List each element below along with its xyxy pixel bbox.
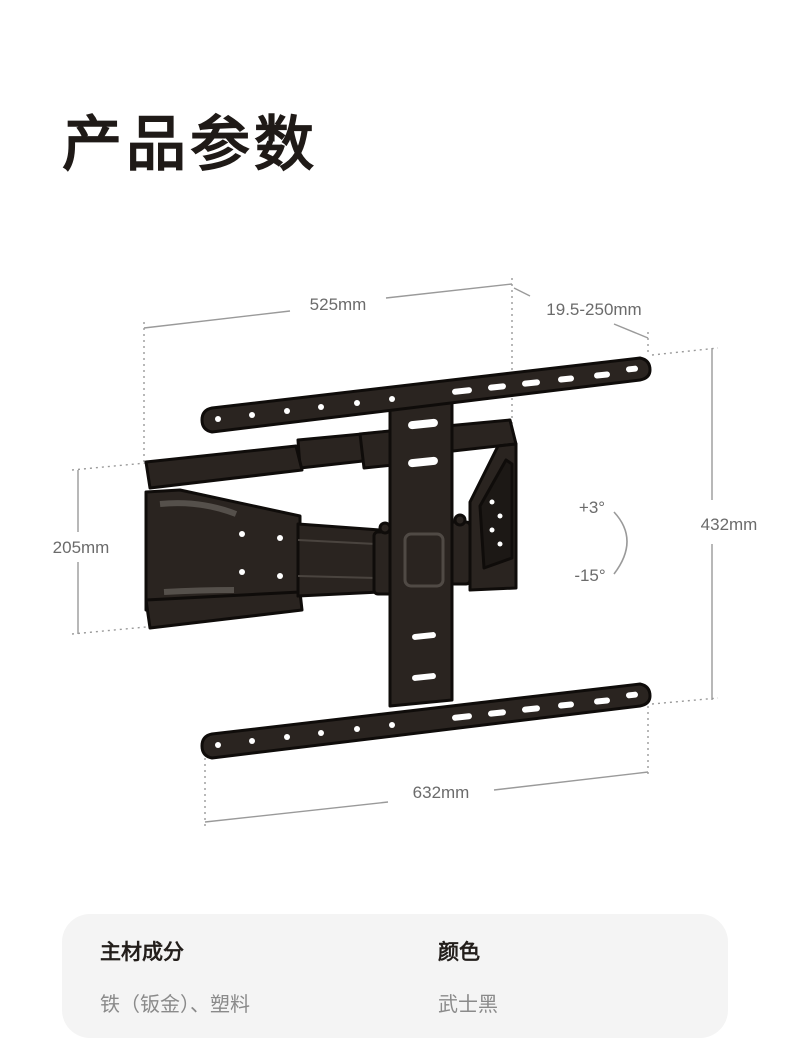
bracket-drawing — [144, 356, 652, 760]
spec-color-value: 武士黑 — [438, 992, 498, 1016]
dimension-lines — [71, 278, 719, 826]
dim-wall-plate-height: 205mm — [53, 538, 110, 557]
dim-arm-length: 525mm — [310, 295, 367, 314]
bracket-holes — [215, 365, 638, 748]
spec-material-label: 主材成分 — [100, 940, 184, 964]
dim-wall-distance: 19.5-250mm — [546, 300, 641, 319]
page-title: 产品参数 — [62, 110, 318, 180]
dim-total-height: 432mm — [701, 515, 758, 534]
dim-tilt-down: -15° — [574, 566, 605, 585]
spec-material: 主材成分 铁（钣金）、塑料 — [100, 936, 250, 1017]
spec-card: 主材成分 铁（钣金）、塑料 颜色 武士黑 — [62, 914, 728, 1038]
dim-total-width: 632mm — [413, 783, 470, 802]
spec-color-label: 颜色 — [438, 940, 480, 964]
dim-tilt-up: +3° — [579, 498, 605, 517]
spec-material-value: 铁（钣金）、塑料 — [100, 992, 250, 1016]
spec-color: 颜色 武士黑 — [438, 936, 498, 1017]
